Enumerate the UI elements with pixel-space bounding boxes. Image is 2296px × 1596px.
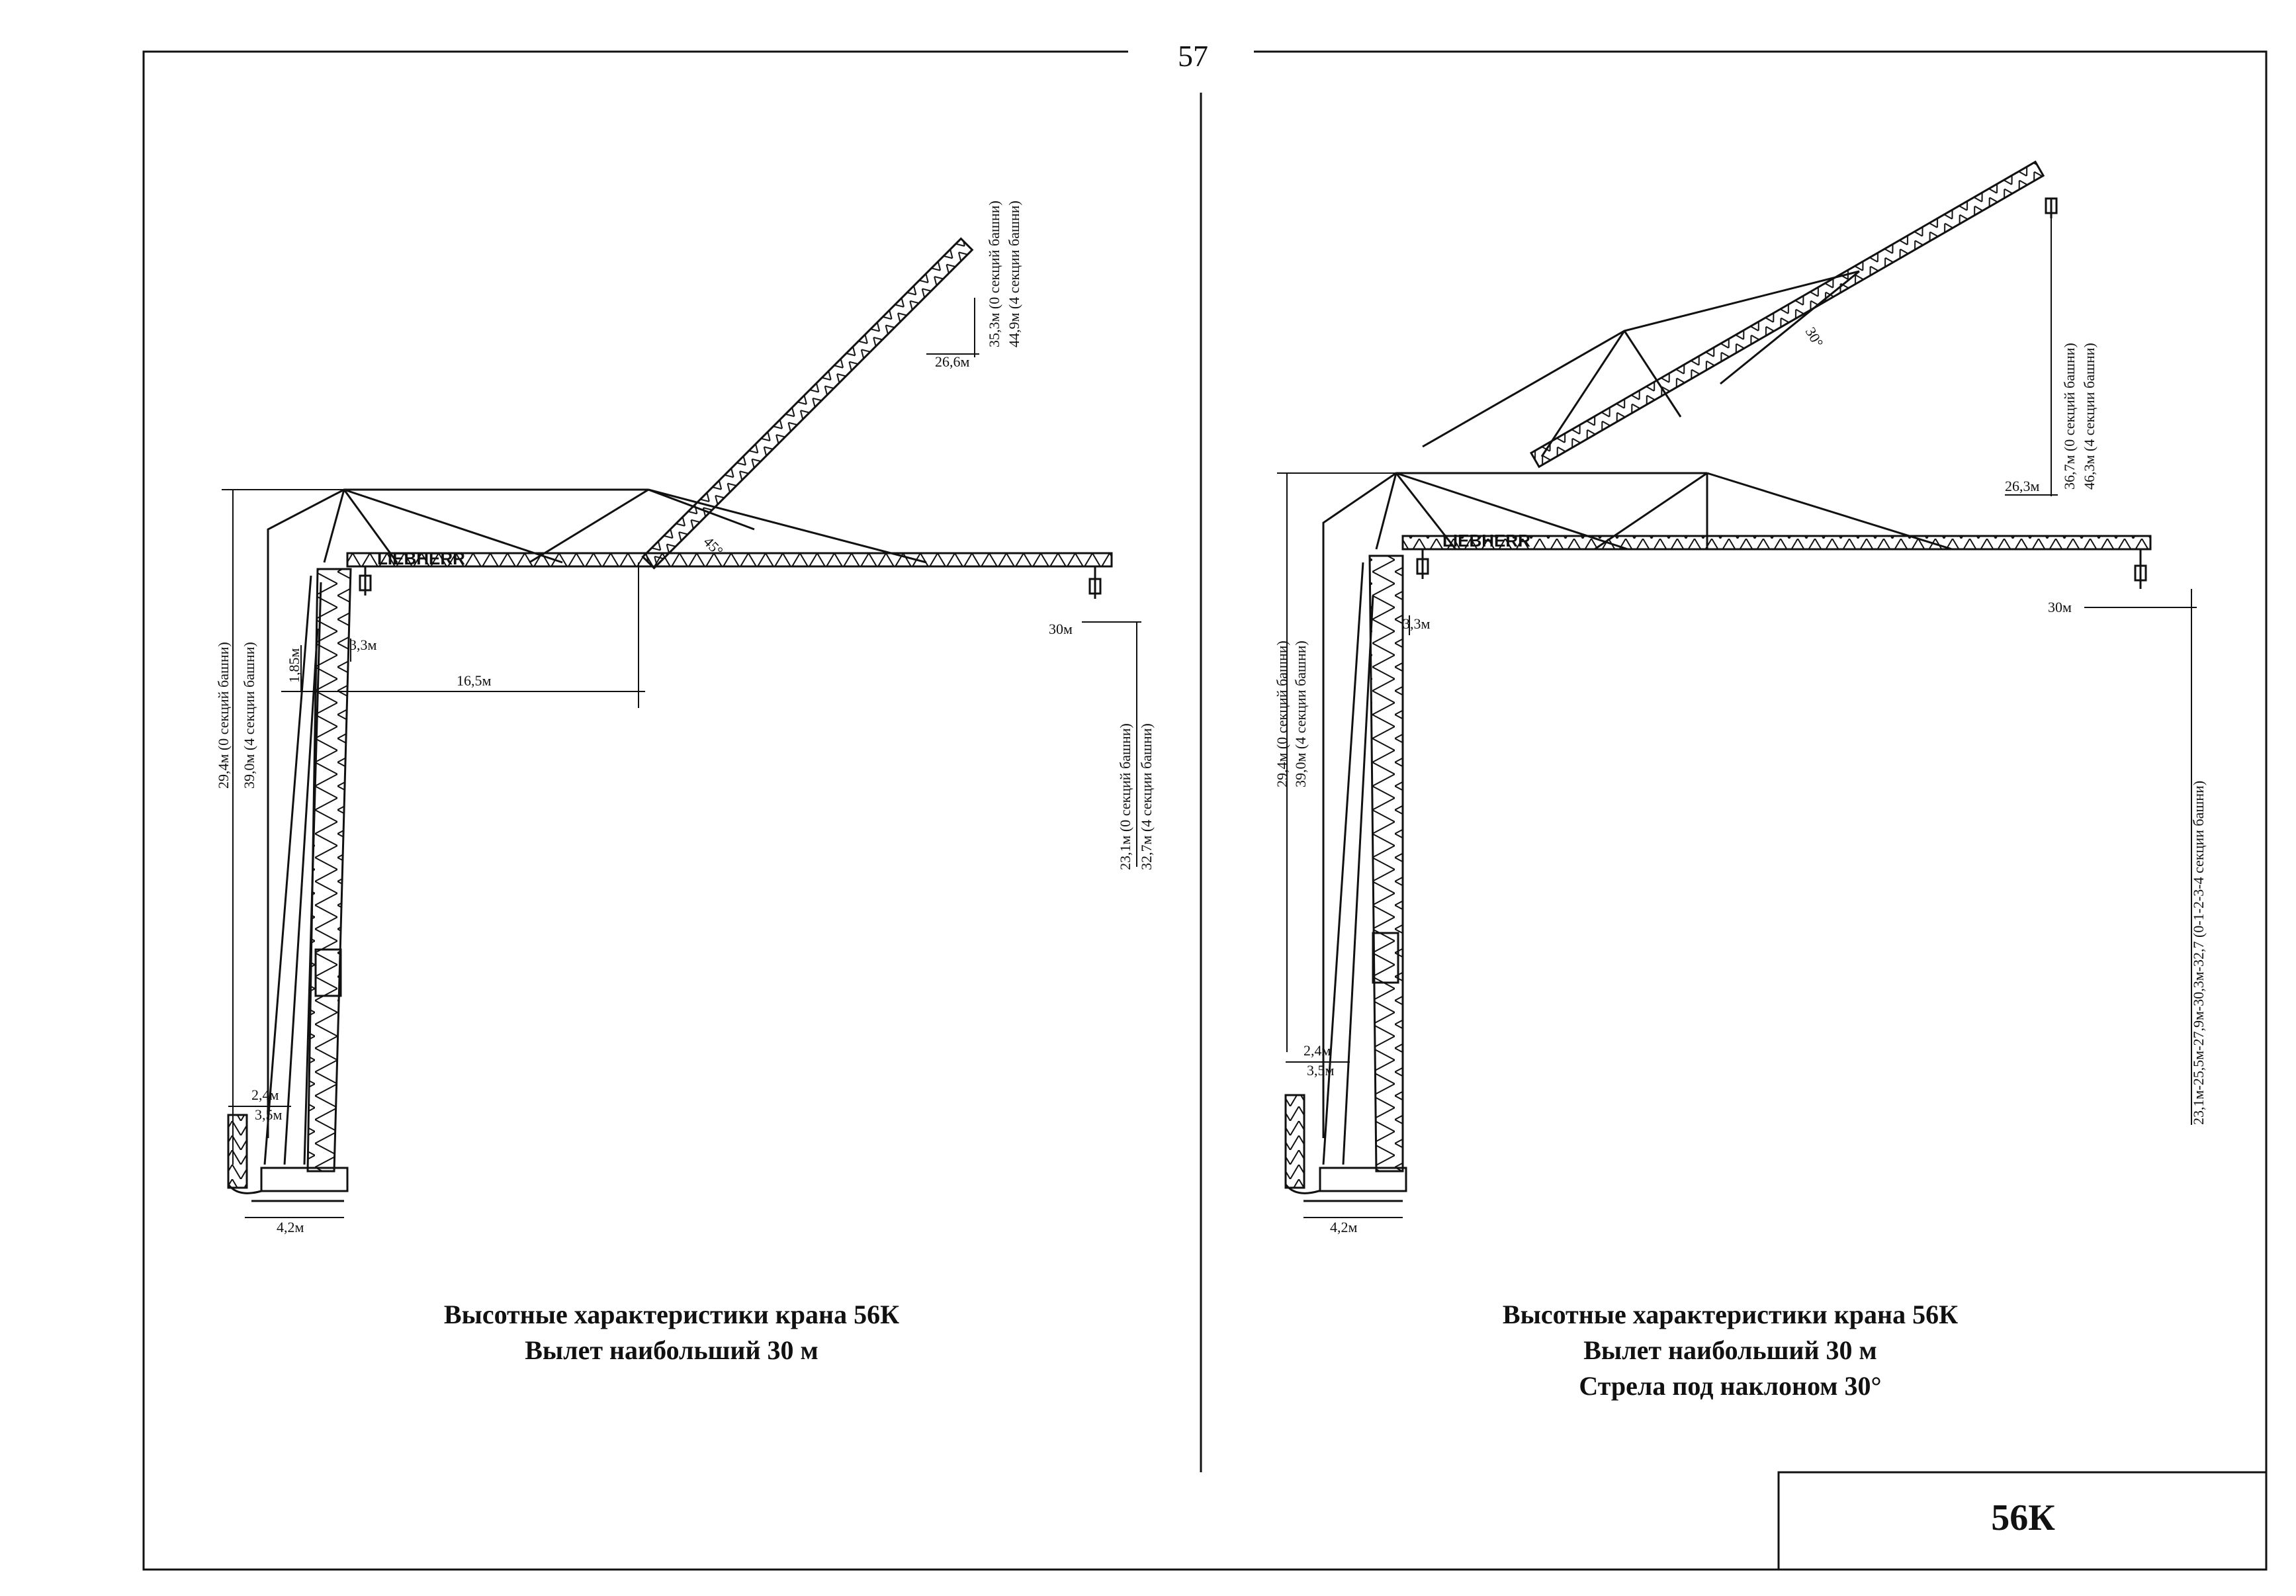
right-caption: Высотные характеристики крана 56К Вылет … xyxy=(1399,1297,2061,1404)
right-dimensions xyxy=(1277,218,2197,1218)
right-luffed-radius-label: 26,3м xyxy=(2005,478,2040,494)
left-tower-height-label: 29,4м (0 секций башни) xyxy=(215,642,232,789)
left-hook-height-alt-label: 32,7м (4 секции башни) xyxy=(1138,723,1155,870)
left-ballast-width-label: 2,4м xyxy=(251,1086,279,1103)
right-max-radius-label: 30м xyxy=(2048,599,2072,615)
right-dimension-labels: 29,4м (0 секций башни) 39,0м (4 секции б… xyxy=(1274,324,2207,1235)
right-base-width-label: 4,2м xyxy=(1330,1219,1358,1235)
left-dimension-labels: 29,4м (0 секций башни) 39,0м (4 секции б… xyxy=(215,200,1155,1235)
right-luff-angle-label: 30° xyxy=(1802,324,1827,350)
right-hook-height-range-label: 23,1м-25,5м-27,9м-30,3м-32,7 (0-1-2-3-4 … xyxy=(2190,781,2207,1125)
left-luff-pivot-radius-label: 16,5м xyxy=(457,672,492,689)
right-caption-line-3: Стрела под наклоном 30° xyxy=(1579,1371,1882,1401)
right-ballast-width-label: 2,4м xyxy=(1303,1042,1331,1059)
left-dimensions xyxy=(222,298,1141,1218)
left-hook-height-label: 23,1м (0 секций башни) xyxy=(1117,723,1133,870)
right-luffed-height-alt-label: 46,3м (4 секции башни) xyxy=(2081,343,2097,490)
left-base-width-label: 4,2м xyxy=(277,1219,304,1235)
right-crane xyxy=(1284,160,2152,1202)
left-logo: LIEBHERR xyxy=(377,549,465,568)
right-pivot-offset-label: 3,3м xyxy=(1403,615,1431,632)
right-luffed-height-label: 36,7м (0 секций башни) xyxy=(2061,343,2078,490)
left-luffed-height-alt-label: 44,9м (4 секции башни) xyxy=(1006,200,1022,347)
left-caption-line-1: Высотные характеристики крана 56К xyxy=(443,1300,900,1329)
right-ballast-width-alt-label: 3,5м xyxy=(1307,1062,1335,1079)
right-logo: LIEBHERR xyxy=(1442,531,1530,551)
left-crane xyxy=(227,237,1113,1202)
page-number: 57 xyxy=(1178,39,1208,73)
left-caption: Высотные характеристики крана 56К Вылет … xyxy=(341,1297,1002,1368)
left-luffed-height-label: 35,3м (0 секций башни) xyxy=(986,200,1002,347)
left-luffed-radius-label: 26,6м xyxy=(935,353,970,370)
left-caption-line-2: Вылет наибольший 30 м xyxy=(525,1335,818,1365)
left-counter-jib-offset-label: 1,85м xyxy=(286,648,302,684)
right-tower-height-label: 29,4м (0 секций башни) xyxy=(1274,641,1290,787)
left-max-radius-label: 30м xyxy=(1049,621,1073,637)
left-pivot-offset-label: 3,3м xyxy=(349,637,377,653)
left-tower-height-alt-label: 39,0м (4 секции башни) xyxy=(241,642,257,789)
right-caption-line-2: Вылет наибольший 30 м xyxy=(1583,1335,1877,1365)
sheet-frame xyxy=(142,50,2268,1571)
left-ballast-width-alt-label: 3,5м xyxy=(255,1106,283,1123)
right-tower-height-alt-label: 39,0м (4 секции башни) xyxy=(1292,641,1309,787)
right-caption-line-1: Высотные характеристики крана 56К xyxy=(1502,1300,1959,1329)
drawing-code-stamp: 56К xyxy=(1991,1497,2055,1538)
